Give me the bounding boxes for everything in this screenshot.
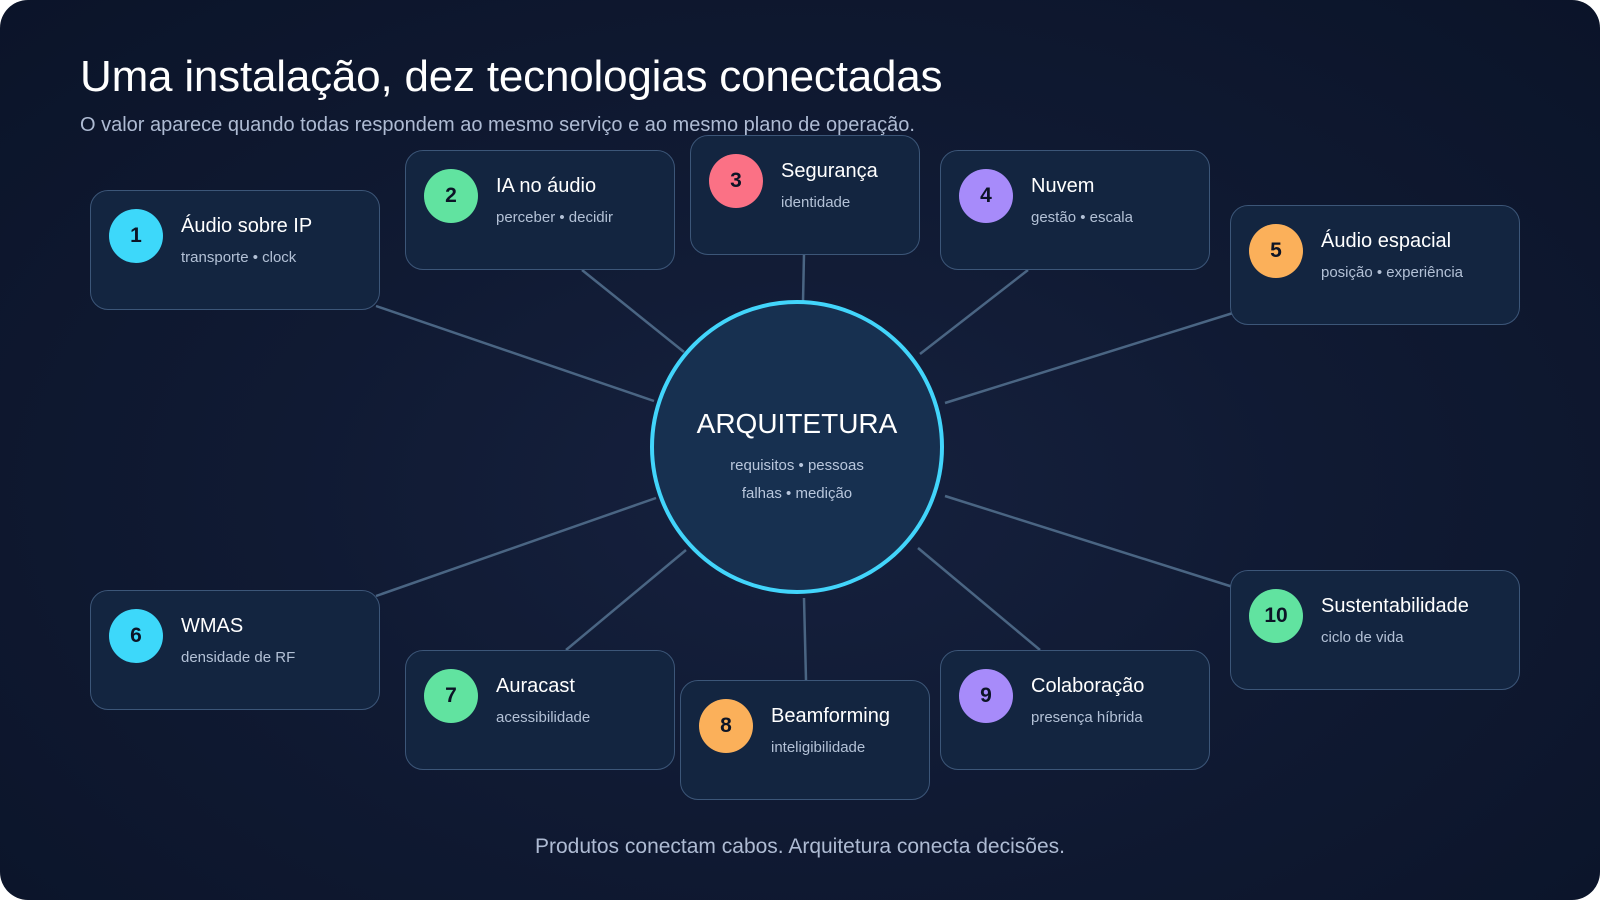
connector-8: [802, 597, 808, 681]
connector-10: [944, 494, 1234, 589]
node-title: Áudio espacial: [1321, 230, 1452, 252]
hub-line-2: falhas • medição: [741, 485, 853, 502]
node-subtitle: perceber • decidir: [496, 209, 613, 226]
node-subtitle: identidade: [781, 194, 851, 211]
node-subtitle: acessibilidade: [496, 709, 591, 726]
connector-6: [375, 496, 657, 598]
connector-9: [917, 547, 1041, 651]
node-number-badge: 7: [424, 669, 478, 723]
node-title: Segurança: [781, 160, 878, 182]
node-subtitle: presença híbrida: [1031, 709, 1143, 726]
connector-2: [581, 269, 685, 353]
node-number-badge: 1: [109, 209, 163, 263]
node-subtitle: transporte • clock: [181, 249, 297, 266]
connector-4: [919, 269, 1029, 355]
node-number-badge: 6: [109, 609, 163, 663]
node-audio-sobre-ip: 1 Áudio sobre IP transporte • clock: [90, 190, 380, 310]
footer-tagline: Produtos conectam cabos. Arquitetura con…: [535, 835, 1065, 858]
hub-line-1: requisitos • pessoas: [730, 457, 864, 474]
node-number-badge: 10: [1249, 589, 1303, 643]
page-title: Uma instalação, dez tecnologias conectad…: [80, 52, 943, 101]
node-nuvem: 4 Nuvem gestão • escala: [940, 150, 1210, 270]
node-sustentabilidade: 10 Sustentabilidade ciclo de vida: [1230, 570, 1520, 690]
node-number-badge: 2: [424, 169, 478, 223]
node-title: IA no áudio: [496, 175, 597, 197]
node-title: Auracast: [496, 675, 575, 697]
node-subtitle: inteligibilidade: [771, 739, 866, 756]
connector-7: [565, 549, 687, 651]
node-subtitle: densidade de RF: [181, 649, 296, 666]
node-title: WMAS: [181, 615, 244, 637]
node-number-badge: 5: [1249, 224, 1303, 278]
node-number-badge: 3: [709, 154, 763, 208]
node-seguranca: 3 Segurança identidade: [690, 135, 920, 255]
node-subtitle: gestão • escala: [1031, 209, 1133, 226]
node-title: Sustentabilidade: [1321, 595, 1469, 617]
architecture-hub: ARQUITETURA requisitos • pessoas falhas …: [650, 300, 944, 594]
node-title: Colaboração: [1031, 675, 1145, 697]
node-colaboracao: 9 Colaboração presença híbrida: [940, 650, 1210, 770]
connector-3: [801, 253, 806, 303]
node-number-badge: 4: [959, 169, 1013, 223]
node-ia-no-audio: 2 IA no áudio perceber • decidir: [405, 150, 675, 270]
page-subtitle: O valor aparece quando todas respondem a…: [80, 114, 915, 136]
node-wmas: 6 WMAS densidade de RF: [90, 590, 380, 710]
connector-5: [944, 311, 1234, 405]
node-beamforming: 8 Beamforming inteligibilidade: [680, 680, 930, 800]
node-title: Beamforming: [771, 705, 890, 727]
node-subtitle: posição • experiência: [1321, 264, 1464, 281]
node-title: Nuvem: [1031, 175, 1095, 197]
node-title: Áudio sobre IP: [181, 215, 313, 237]
node-auracast: 7 Auracast acessibilidade: [405, 650, 675, 770]
hub-title: ARQUITETURA: [696, 408, 898, 439]
node-number-badge: 9: [959, 669, 1013, 723]
node-number-badge: 8: [699, 699, 753, 753]
node-subtitle: ciclo de vida: [1321, 629, 1404, 646]
connector-1: [375, 304, 655, 403]
node-audio-espacial: 5 Áudio espacial posição • experiência: [1230, 205, 1520, 325]
